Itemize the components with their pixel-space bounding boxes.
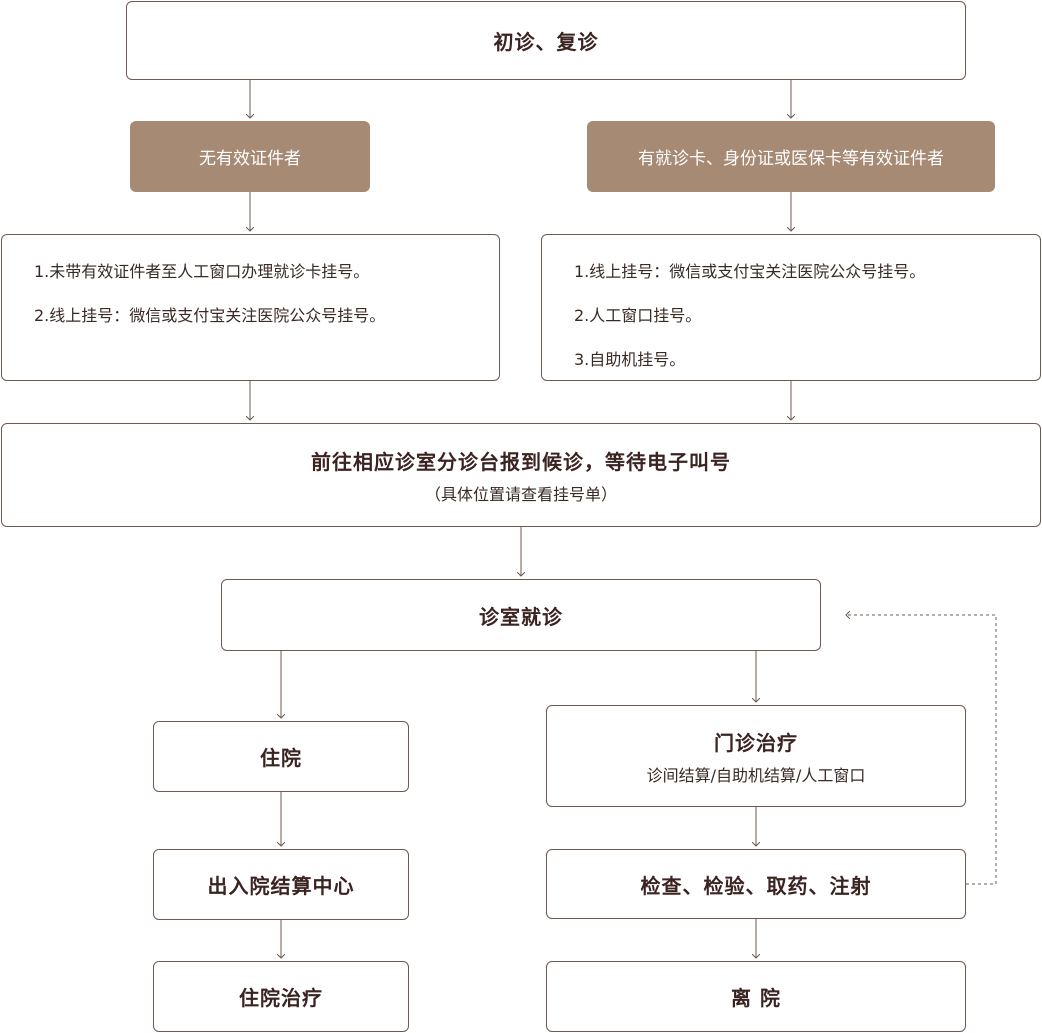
- outpatient-settle-options: 诊间结算/自助机结算/人工窗口: [646, 765, 866, 785]
- inpatient-box: 住院: [153, 721, 409, 792]
- checkin-title: 前往相应诊室分诊台报到候诊，等待电子叫号: [311, 449, 731, 474]
- outpatient-services-title: 检查、检验、取药、注射: [640, 873, 872, 898]
- no-id-step-2: 2.线上挂号：微信或支付宝关注医院公众号挂号。: [34, 306, 386, 325]
- has-id-label-text: 有就诊卡、身份证或医保卡等有效证件者: [638, 149, 944, 169]
- outpatient-box: 门诊治疗 诊间结算/自助机结算/人工窗口: [546, 705, 966, 807]
- inpatient-title: 住院: [260, 746, 302, 770]
- inpatient-treatment-title: 住院治疗: [239, 986, 323, 1010]
- outpatient-title: 门诊治疗: [714, 730, 798, 755]
- start-box: 初诊、复诊: [126, 1, 966, 80]
- leave-box: 离 院: [546, 961, 966, 1032]
- no-id-label-text: 无有效证件者: [199, 149, 301, 169]
- no-id-steps-box: 1.未带有效证件者至人工窗口办理就诊卡挂号。 2.线上挂号：微信或支付宝关注医院…: [1, 234, 500, 381]
- no-id-label: 无有效证件者: [130, 121, 370, 192]
- has-id-steps-box: 1.线上挂号：微信或支付宝关注医院公众号挂号。 2.人工窗口挂号。 3.自助机挂…: [541, 234, 1041, 381]
- has-id-step-2: 2.人工窗口挂号。: [574, 306, 702, 325]
- inpatient-treatment-box: 住院治疗: [153, 961, 409, 1032]
- has-id-label: 有就诊卡、身份证或医保卡等有效证件者: [587, 121, 995, 192]
- checkin-box: 前往相应诊室分诊台报到候诊，等待电子叫号 （具体位置请查看挂号单）: [1, 423, 1041, 527]
- inpatient-settle-title: 出入院结算中心: [207, 874, 355, 898]
- has-id-step-1: 1.线上挂号：微信或支付宝关注医院公众号挂号。: [574, 262, 926, 281]
- start-title: 初诊、复诊: [493, 30, 599, 54]
- inpatient-settle-box: 出入院结算中心: [153, 849, 409, 920]
- has-id-step-3: 3.自助机挂号。: [574, 350, 686, 369]
- outpatient-services-box: 检查、检验、取药、注射: [546, 849, 966, 919]
- leave-title: 离 院: [731, 986, 781, 1010]
- checkin-note: （具体位置请查看挂号单）: [424, 484, 617, 504]
- no-id-step-1: 1.未带有效证件者至人工窗口办理就诊卡挂号。: [34, 262, 370, 281]
- consult-box: 诊室就诊: [221, 579, 821, 651]
- consult-title: 诊室就诊: [479, 604, 563, 629]
